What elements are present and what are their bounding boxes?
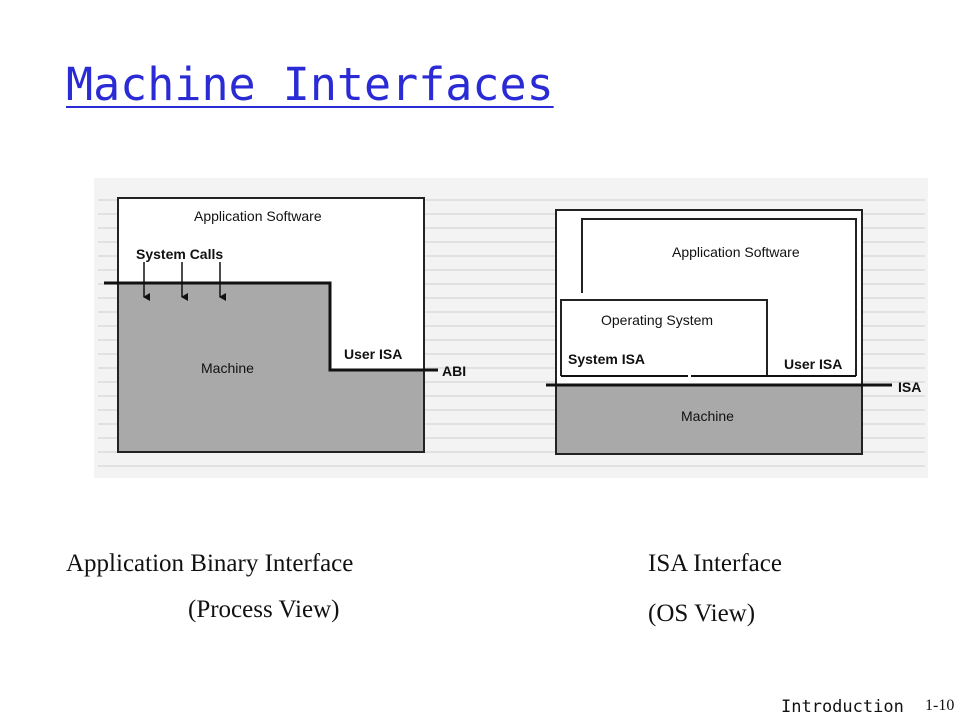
right-app-software-label: Application Software (672, 244, 800, 260)
page-number: 1-10 (925, 697, 955, 714)
left-machine-label: Machine (201, 360, 254, 376)
caption-process-view: (Process View) (188, 596, 340, 623)
right-user-isa-label: User ISA (784, 356, 842, 372)
system-calls-label: System Calls (136, 246, 223, 262)
left-user-isa-label: User ISA (344, 346, 402, 362)
isa-diagram: Application Software Operating System Sy… (546, 209, 921, 455)
abi-diagram: Application Software System Calls Machin… (104, 197, 466, 453)
abi-interface-line (104, 281, 438, 372)
caption-isa: ISA Interface (648, 550, 782, 577)
isa-label: ISA (898, 379, 921, 395)
abi-label: ABI (442, 363, 466, 379)
footer-title: Introduction (781, 697, 904, 717)
system-isa-label: System ISA (568, 351, 645, 367)
app-box-outline (581, 218, 857, 376)
os-label: Operating System (601, 312, 713, 328)
slide-title: Machine Interfaces (66, 58, 554, 111)
caption-os-view: (OS View) (648, 600, 756, 627)
caption-abi: Application Binary Interface (66, 550, 354, 577)
right-machine-label: Machine (681, 408, 734, 424)
os-box-outline (560, 299, 768, 376)
left-app-software-label: Application Software (194, 208, 322, 224)
